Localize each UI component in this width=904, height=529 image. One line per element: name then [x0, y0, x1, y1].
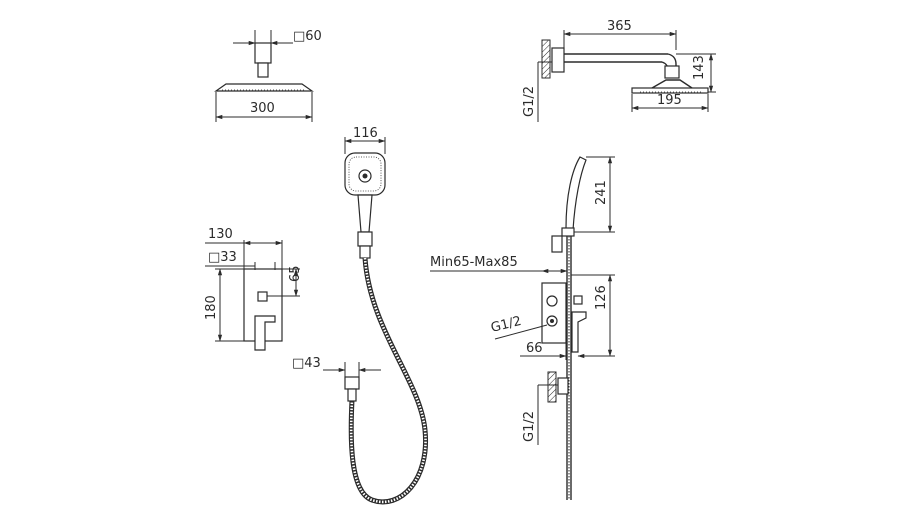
handshower-bracket: [357, 231, 373, 247]
handshower-width-dim: 116: [353, 126, 378, 141]
side-head-plate: [631, 87, 709, 94]
head-flange: [254, 42, 272, 64]
elbow-flange: [344, 376, 360, 390]
elbow-dim: □43: [292, 356, 321, 371]
arm-drop-dim: 143: [692, 55, 707, 80]
valve-depth-dim: Min65-Max85: [430, 255, 518, 270]
wall-section-top: [541, 39, 551, 79]
shower-hose: [348, 257, 429, 505]
valve-inlet-upper: [546, 295, 558, 307]
head-width-dim: 300: [250, 101, 275, 116]
head-flange-dim: □60: [293, 29, 322, 44]
shower-arm-side-view: 365 143 195 G1/2: [522, 19, 716, 122]
arm-length-dim: 365: [607, 19, 632, 34]
wall-section-lower: [547, 371, 557, 403]
handshower-side: [565, 156, 587, 231]
valve-lever-side: [571, 311, 587, 353]
hand-shower-front-view: 116: [344, 126, 386, 259]
elbow-side: [557, 377, 569, 395]
head-offset-dim: 195: [657, 93, 682, 108]
arm-thread-dim: G1/2: [522, 86, 537, 117]
head-connector: [257, 62, 269, 78]
valve-handle: [254, 315, 276, 351]
valve-upper-dim: 65: [288, 265, 303, 282]
valve-knob-side: [573, 295, 583, 305]
head-plate: [214, 83, 314, 92]
arm-flange: [551, 47, 565, 73]
valve-handle-dim: □33: [208, 250, 237, 265]
wall-outlet-elbow: □43: [292, 356, 381, 402]
handshower-holder-side: [551, 235, 563, 253]
system-side-view: 241 Min65-Max85 126 G1/2 66 G1/2: [430, 156, 615, 500]
valve-height-dim: 180: [204, 295, 219, 320]
elbow-thread-dim: G1/2: [522, 411, 537, 442]
valve-outlet-dim: 126: [594, 285, 609, 310]
arm-head-joint: [664, 65, 680, 79]
handshower-handle: [357, 194, 373, 233]
diverter-valve-front-view: 130 □33 65 180: [204, 227, 303, 351]
valve-width-dim: 130: [208, 227, 233, 242]
overhead-shower-front-view: □60 300: [214, 29, 322, 122]
valve-thread-dim: G1/2: [489, 314, 523, 336]
valve-body-side: [541, 282, 567, 344]
valve-projection-dim: 66: [526, 341, 543, 356]
valve-diverter-knob: [257, 291, 268, 302]
handshower-height-dim: 241: [594, 180, 609, 205]
